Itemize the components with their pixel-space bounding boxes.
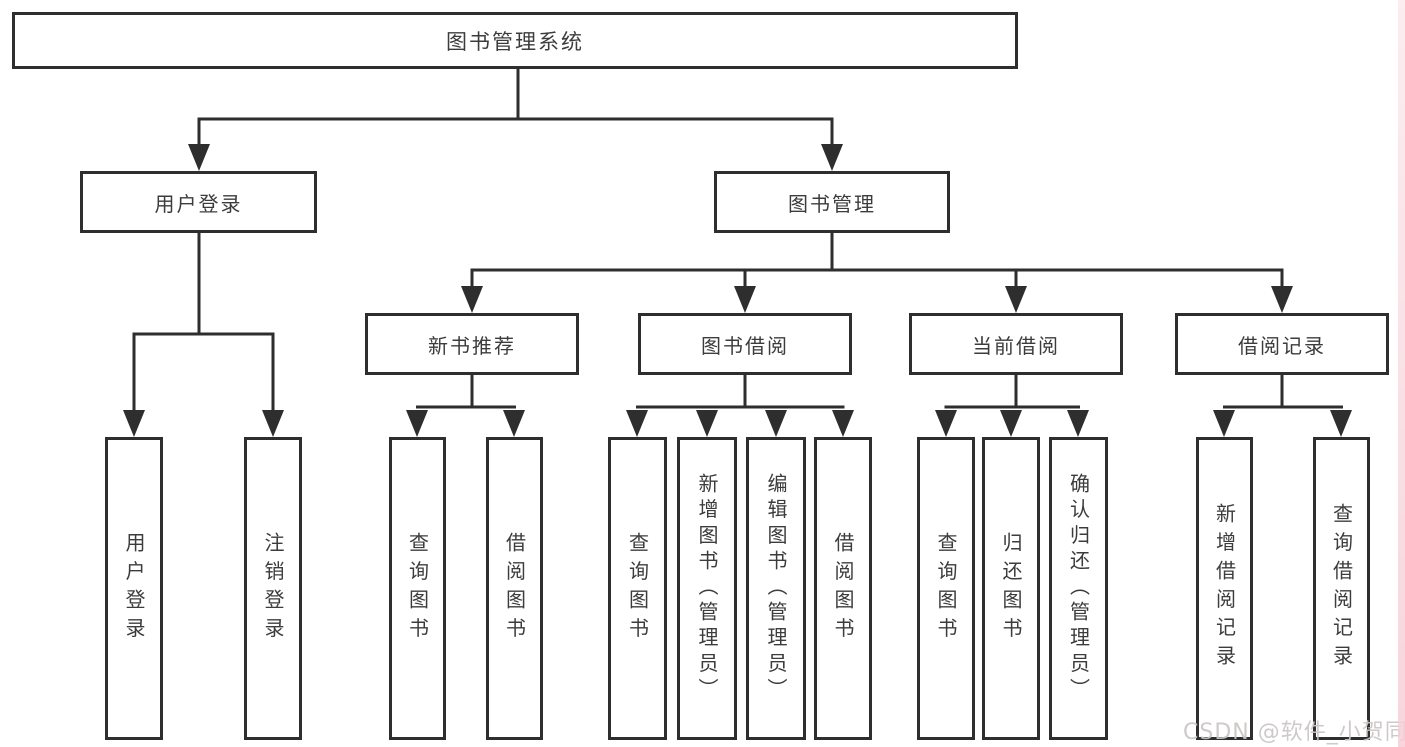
node-leaf-borrow-books-1: 借阅图书 bbox=[486, 437, 543, 740]
node-label: 编辑图书（管理员） bbox=[764, 473, 788, 704]
node-label: 借阅图书 bbox=[502, 531, 527, 646]
node-label: 归还图书 bbox=[999, 531, 1023, 646]
arrowhead-newbook-leaf1 bbox=[406, 410, 428, 437]
node-label: 图书借阅 bbox=[701, 333, 789, 358]
node-label: 图书管理 bbox=[788, 191, 876, 216]
arrowhead-records-leaf1 bbox=[1213, 410, 1235, 437]
node-leaf-user-login: 用户登录 bbox=[105, 437, 163, 740]
arrowhead-borrow-leaf2 bbox=[696, 410, 718, 437]
arrowhead-newbook-leaf2 bbox=[503, 410, 525, 437]
node-label: 当前借阅 bbox=[972, 333, 1060, 358]
arrowhead-login-leaf2 bbox=[262, 410, 284, 437]
node-book-management: 图书管理 bbox=[714, 171, 950, 233]
node-leaf-add-books-admin: 新增图书（管理员） bbox=[677, 437, 737, 740]
node-label: 借阅图书 bbox=[831, 531, 855, 646]
node-leaf-confirm-return-admin: 确认归还（管理员） bbox=[1049, 437, 1108, 740]
node-label: 图书管理系统 bbox=[446, 29, 584, 54]
node-label: 用户登录 bbox=[154, 191, 243, 216]
arrowhead-borrow bbox=[734, 286, 756, 313]
node-leaf-borrow-books-2: 借阅图书 bbox=[814, 437, 872, 740]
node-label: 查询图书 bbox=[934, 531, 958, 646]
arrowhead-records-leaf2 bbox=[1330, 410, 1352, 437]
arrowhead-login-leaf1 bbox=[123, 410, 145, 437]
node-label: 注销登录 bbox=[261, 531, 285, 646]
node-label: 确认归还（管理员） bbox=[1066, 473, 1091, 704]
node-user-login: 用户登录 bbox=[80, 171, 317, 233]
arrowhead-current-leaf3 bbox=[1067, 410, 1089, 437]
node-label: 新增借阅记录 bbox=[1212, 503, 1237, 674]
arrowhead-newbook bbox=[461, 286, 483, 313]
arrowhead-borrow-leaf1 bbox=[626, 410, 648, 437]
arrowhead-current-leaf1 bbox=[935, 410, 957, 437]
node-borrowing-records: 借阅记录 bbox=[1175, 313, 1389, 375]
node-library-management-system: 图书管理系统 bbox=[12, 12, 1018, 69]
node-label: 查询图书 bbox=[405, 531, 430, 646]
arrowhead-mgmt bbox=[821, 144, 843, 171]
node-leaf-query-borrow-record: 查询借阅记录 bbox=[1313, 437, 1370, 740]
node-leaf-return-books: 归还图书 bbox=[982, 437, 1040, 740]
csdn-watermark: CSDN @软件_小贺同学 bbox=[1183, 720, 1405, 745]
node-label: 查询借阅记录 bbox=[1329, 503, 1354, 674]
arrowhead-borrow-leaf4 bbox=[832, 410, 854, 437]
node-leaf-query-books-2: 查询图书 bbox=[608, 437, 667, 740]
arrowhead-records bbox=[1271, 286, 1293, 313]
node-label: 用户登录 bbox=[122, 531, 146, 646]
node-leaf-edit-books-admin: 编辑图书（管理员） bbox=[746, 437, 806, 740]
node-new-book-recommend: 新书推荐 bbox=[365, 313, 579, 375]
node-current-borrowing: 当前借阅 bbox=[909, 313, 1123, 375]
node-book-borrowing: 图书借阅 bbox=[638, 313, 852, 375]
node-leaf-query-books-1: 查询图书 bbox=[389, 437, 446, 740]
arrowhead-current-leaf2 bbox=[1000, 410, 1022, 437]
arrowhead-current bbox=[1005, 286, 1027, 313]
arrowhead-login bbox=[188, 144, 210, 171]
node-label: 新增图书（管理员） bbox=[695, 473, 719, 704]
arrowhead-borrow-leaf3 bbox=[765, 410, 787, 437]
node-label: 查询图书 bbox=[625, 531, 650, 646]
node-label: 借阅记录 bbox=[1238, 333, 1326, 358]
node-leaf-logout: 注销登录 bbox=[244, 437, 302, 740]
node-label: 新书推荐 bbox=[428, 333, 516, 358]
node-leaf-query-books-3: 查询图书 bbox=[917, 437, 975, 740]
node-leaf-add-borrow-record: 新增借阅记录 bbox=[1196, 437, 1253, 740]
